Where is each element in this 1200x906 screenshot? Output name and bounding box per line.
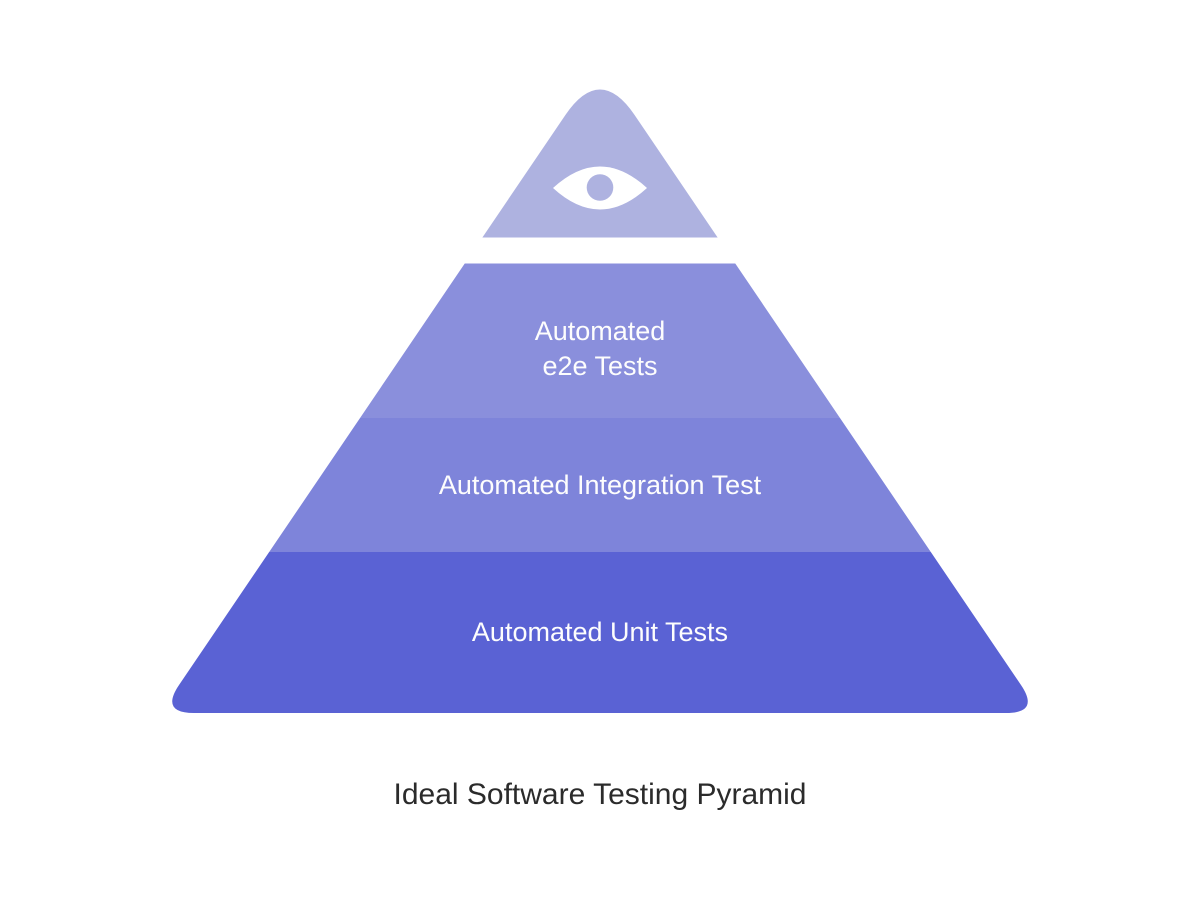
eye-pupil [586, 174, 614, 201]
capstone-triangle [172, 89, 1028, 238]
diagram-caption: Ideal Software Testing Pyramid [393, 778, 807, 811]
eye-icon [553, 166, 647, 210]
layer-e2e [172, 263, 1028, 418]
layer-unit [172, 552, 1028, 713]
layer-integration [172, 418, 1028, 552]
